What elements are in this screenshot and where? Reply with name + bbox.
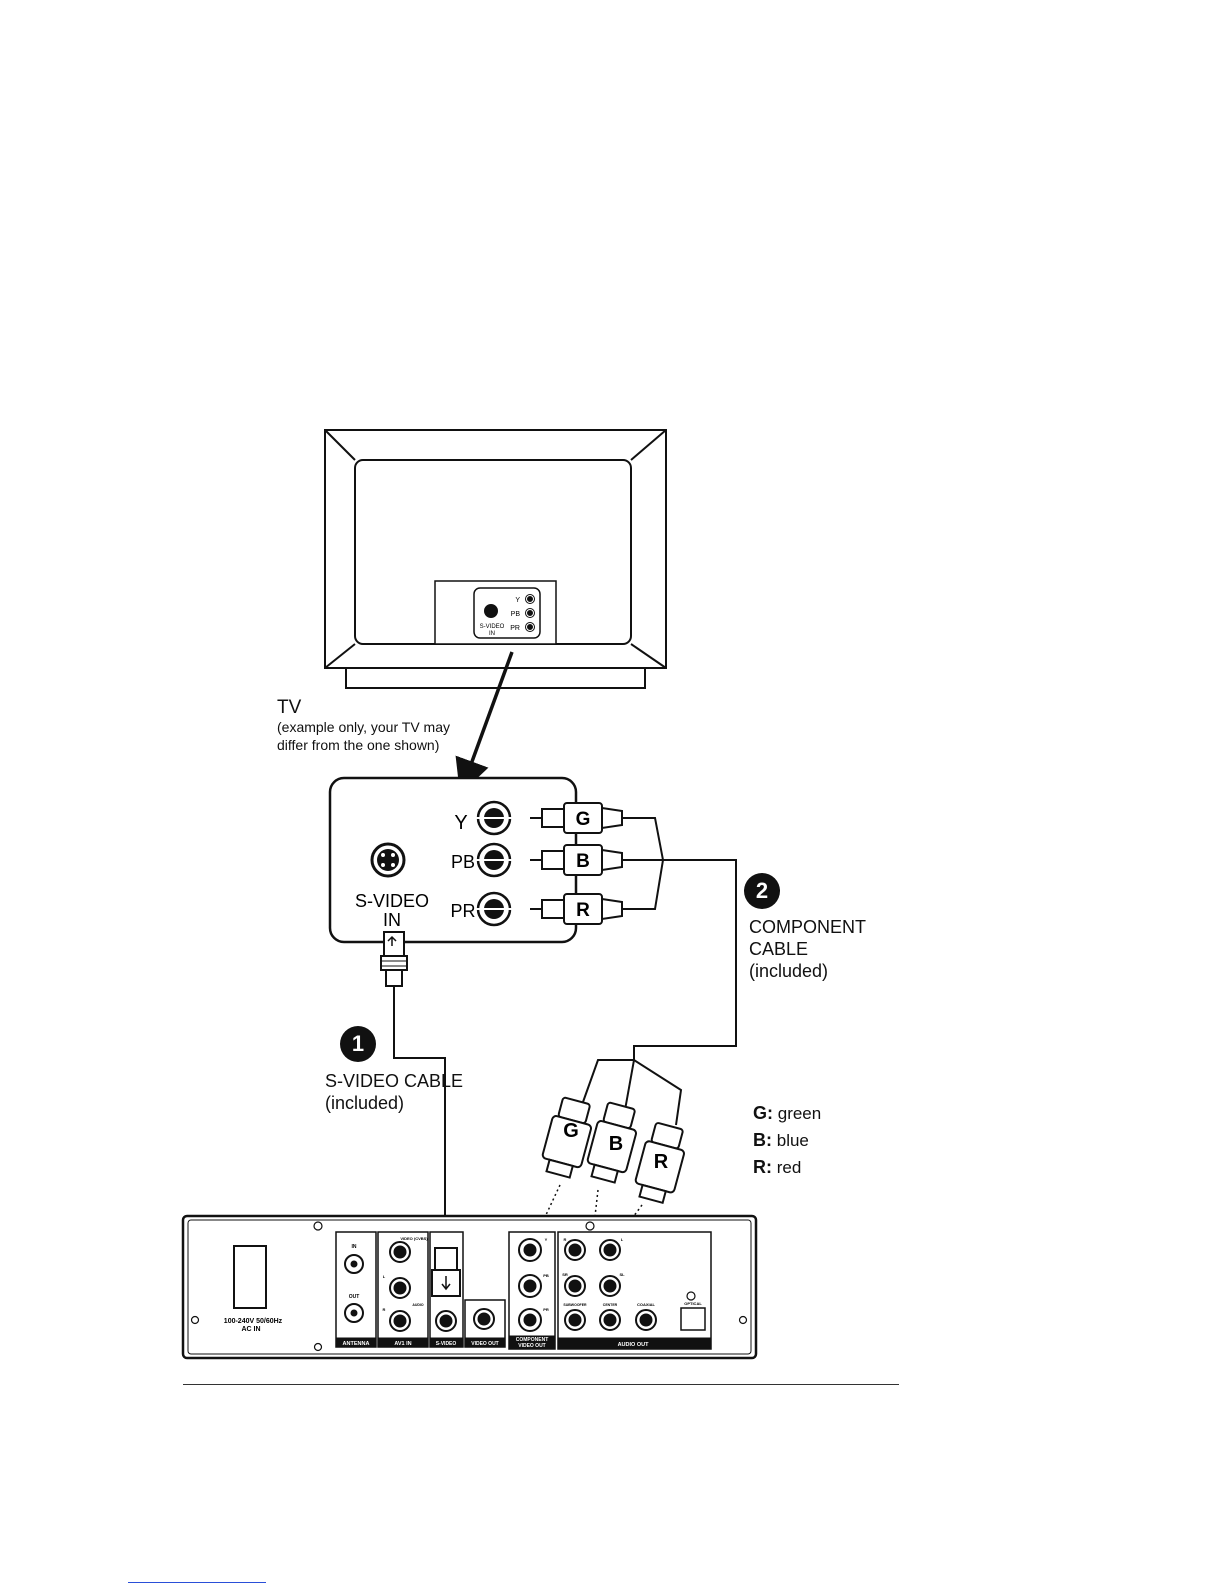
legend-item-red: R: red <box>753 1154 821 1181</box>
audio-sr-label: SR <box>562 1272 568 1277</box>
component-cable-label: COMPONENT CABLE (included) <box>749 916 866 982</box>
optical-label: OPTICAL <box>684 1301 702 1306</box>
av1-section-label: AV1 IN <box>394 1341 411 1347</box>
svideo-jack-icon <box>370 842 406 878</box>
component-cable-line3: (included) <box>749 961 829 981</box>
tv-side-plugs <box>530 802 623 925</box>
audio-out-label: AUDIO OUT <box>618 1342 650 1348</box>
power-label-line2: AC IN <box>241 1326 260 1333</box>
legend-value-green: green <box>777 1104 822 1123</box>
comp-y-label: Y <box>545 1237 548 1242</box>
tv-input-panel <box>328 776 578 944</box>
svideo-cable-label: S-VIDEO CABLE (included) <box>325 1070 463 1114</box>
audio-subwoofer-label: SUBWOOFER <box>563 1303 587 1307</box>
panel-pb-label: PB <box>451 852 475 872</box>
tv-title: TV <box>277 697 302 718</box>
tv-illustration <box>324 429 667 689</box>
panel-y-label: Y <box>454 812 467 834</box>
panel-pr-label: PR <box>450 901 475 921</box>
comp-pr-label: PR <box>543 1307 549 1312</box>
audio-center-label: CENTER <box>603 1303 618 1307</box>
antenna-out-label: OUT <box>349 1294 360 1300</box>
av1-r-label: R <box>383 1307 386 1312</box>
tv-note: (example only, your TV may differ from t… <box>277 718 450 754</box>
tv-small-svideo-line1: S-VIDEO <box>480 624 505 630</box>
legend-key-g: G: <box>753 1103 773 1123</box>
legend-item-green: G: green <box>753 1100 821 1127</box>
antenna-in-label: IN <box>352 1244 357 1250</box>
audio-l-label: L <box>621 1237 624 1242</box>
tv-small-pb: PB <box>511 611 521 618</box>
av1-video-label: VIDEO (CVBS) <box>400 1236 428 1241</box>
antenna-section-label: ANTENNA <box>343 1341 370 1347</box>
tv-note-line1: (example only, your TV may <box>277 719 450 735</box>
power-label-line1: 100-240V 50/60Hz <box>224 1318 283 1325</box>
legend-value-red: red <box>776 1158 802 1177</box>
step-1-badge: 1 <box>340 1026 376 1062</box>
legend-key-b: B: <box>753 1130 772 1150</box>
player-rear-panel <box>181 1214 758 1360</box>
audio-sl-label: SL <box>619 1272 625 1277</box>
svideo-section-label: S-VIDEO <box>436 1341 457 1347</box>
coaxial-label: COAXIAL <box>637 1302 656 1307</box>
panel-svideo-line2: IN <box>383 910 401 930</box>
audio-r-label: R <box>564 1237 567 1242</box>
legend-item-blue: B: blue <box>753 1127 821 1154</box>
component-cable <box>582 817 737 1126</box>
component-label-line1: COMPONENT <box>516 1337 549 1343</box>
legend-key-r: R: <box>753 1157 772 1177</box>
component-cable-line1: COMPONENT <box>749 917 866 937</box>
player-side-plugs <box>541 1096 685 1205</box>
tv-plug-b-label: B <box>576 851 590 872</box>
cable-plug-b-label: B <box>609 1133 623 1155</box>
rca-jack-y-icon <box>476 800 512 836</box>
component-cable-line2: CABLE <box>749 939 809 959</box>
tv-plug-g-label: G <box>576 809 591 830</box>
legend-value-blue: blue <box>776 1131 809 1150</box>
tv-small-y: Y <box>515 597 520 604</box>
cable-plug-g-label: G <box>563 1120 579 1142</box>
tv-small-svideo-line2: IN <box>489 631 495 637</box>
rca-jack-pr-icon <box>476 891 512 927</box>
tv-plug-r-label: R <box>576 900 590 921</box>
footer-rule <box>183 1384 899 1385</box>
panel-svideo-line1: S-VIDEO <box>355 891 429 911</box>
zoom-arrow <box>455 651 514 795</box>
av1-l-label: L <box>383 1274 386 1279</box>
svideo-cable <box>380 931 446 1248</box>
video-out-label: VIDEO OUT <box>471 1341 499 1347</box>
component-label-line2: VIDEO OUT <box>518 1343 546 1349</box>
comp-pb-label: PB <box>543 1273 549 1278</box>
tv-small-pr: PR <box>510 625 520 632</box>
cable-plug-r-label: R <box>654 1151 669 1173</box>
rca-jack-pb-icon <box>476 842 512 878</box>
svideo-cable-line2: (included) <box>325 1093 405 1113</box>
footnote-link-underline <box>128 1582 266 1583</box>
tv-note-line2: differ from the one shown) <box>277 737 440 753</box>
svideo-cable-line1: S-VIDEO CABLE <box>325 1071 464 1091</box>
av1-audio-label: AUDIO <box>412 1303 424 1307</box>
step-2-badge: 2 <box>744 873 780 909</box>
color-legend: G: green B: blue R: red <box>753 1100 821 1181</box>
